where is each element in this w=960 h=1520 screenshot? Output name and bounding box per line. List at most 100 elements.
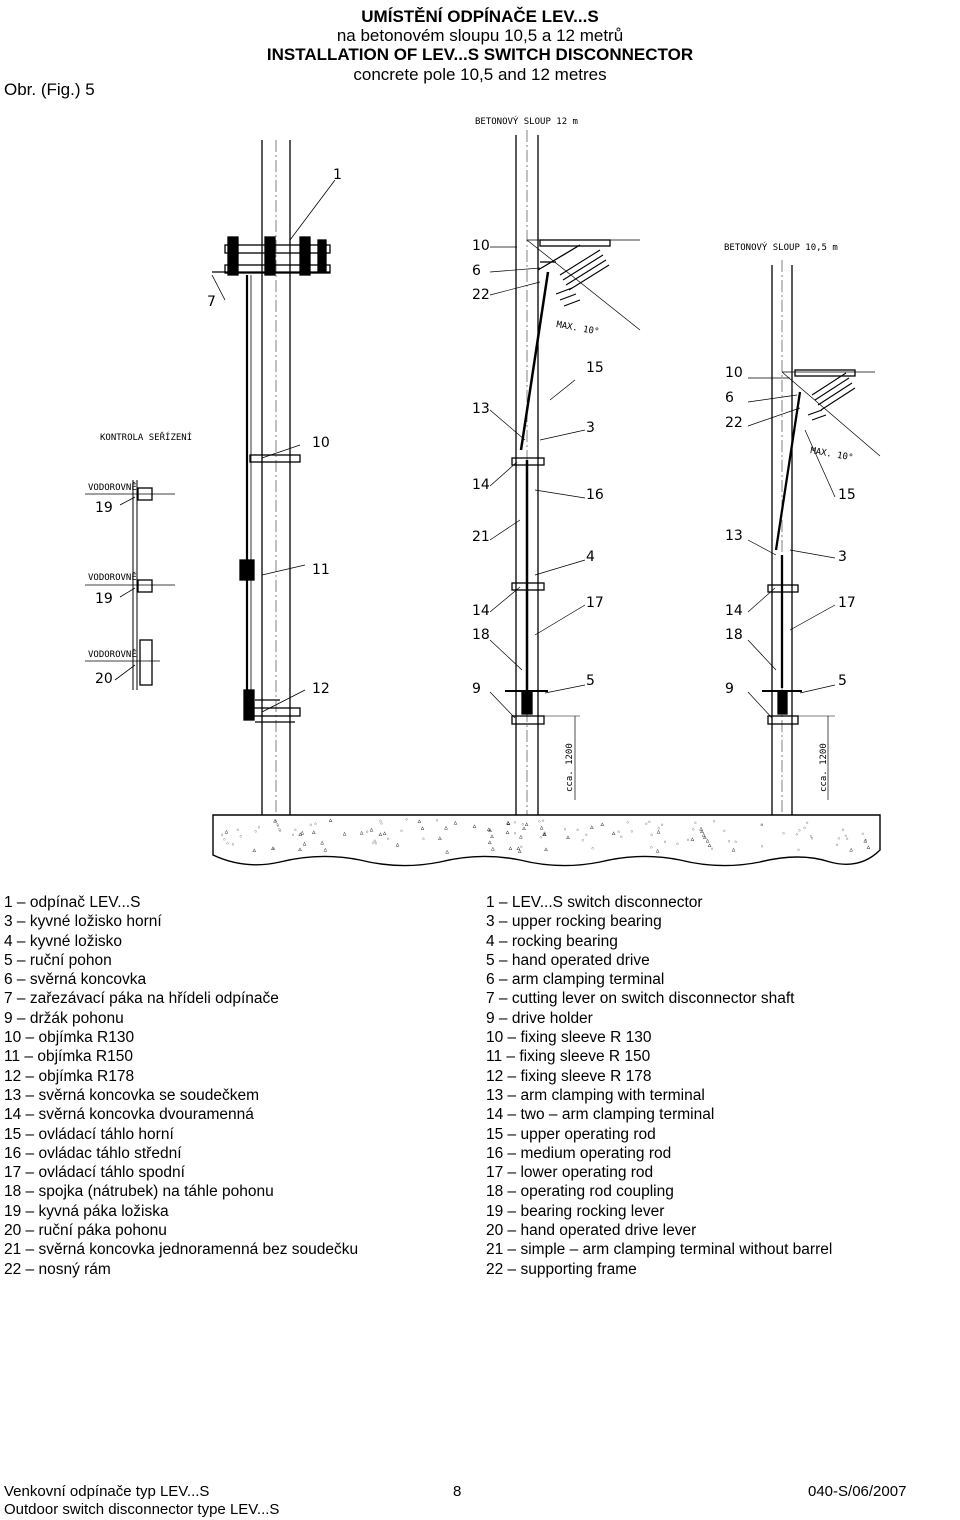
callout-10: 10 xyxy=(472,238,490,254)
svg-text:◦: ◦ xyxy=(513,819,517,827)
svg-text:◦: ◦ xyxy=(650,832,654,840)
svg-text:▵: ▵ xyxy=(253,846,257,854)
callout-5: 5 xyxy=(586,673,595,689)
svg-text:◦: ◦ xyxy=(543,829,547,837)
callout-4: 4 xyxy=(586,549,595,565)
svg-text:◦: ◦ xyxy=(644,820,648,828)
svg-text:▵: ▵ xyxy=(708,841,712,849)
callout-9: 9 xyxy=(725,681,734,697)
subtitle-en: concrete pole 10,5 and 12 metres xyxy=(353,65,607,84)
disconnector-frame xyxy=(224,244,331,254)
callout-3: 3 xyxy=(586,420,595,436)
svg-text:◦: ◦ xyxy=(274,818,278,826)
svg-text:▵: ▵ xyxy=(299,830,303,838)
svg-text:◦: ◦ xyxy=(314,821,318,829)
svg-text:▵: ▵ xyxy=(360,829,364,837)
svg-text:◦: ◦ xyxy=(841,826,845,834)
svg-text:▵: ▵ xyxy=(566,833,570,841)
horizontal-label-3: VODOROVNĚ xyxy=(88,648,137,660)
svg-text:◦: ◦ xyxy=(712,818,716,826)
svg-text:◦: ◦ xyxy=(803,825,807,833)
svg-text:◦: ◦ xyxy=(275,821,279,829)
legend-item: 17 – ovládací táhlo spodní xyxy=(4,1164,185,1182)
callout-12: 12 xyxy=(312,681,330,697)
svg-text:▵: ▵ xyxy=(445,847,449,855)
svg-text:◦: ◦ xyxy=(519,844,523,852)
callout-7: 7 xyxy=(207,294,216,310)
dimension-12m: cca. 1200 xyxy=(565,743,575,792)
svg-text:◦: ◦ xyxy=(380,820,384,828)
legend-item: 6 – svěrná koncovka xyxy=(4,971,147,989)
svg-text:▵: ▵ xyxy=(491,845,495,853)
svg-text:◦: ◦ xyxy=(649,844,653,852)
svg-text:◦: ◦ xyxy=(626,819,630,827)
svg-text:▵: ▵ xyxy=(343,829,347,837)
svg-text:◦: ◦ xyxy=(797,827,801,835)
legend-item: 13 – arm clamping with terminal xyxy=(486,1086,705,1104)
legend-item: 13 – svěrná koncovka se soudečkem xyxy=(4,1086,260,1104)
svg-text:▵: ▵ xyxy=(488,838,492,846)
svg-text:▵: ▵ xyxy=(506,828,510,836)
svg-text:◦: ◦ xyxy=(537,818,541,826)
subtitle-cz: na betonovém sloupu 10,5 a 12 metrů xyxy=(336,26,624,45)
svg-text:▵: ▵ xyxy=(444,823,448,831)
horizontal-label-1: VODOROVNĚ xyxy=(88,481,137,493)
svg-text:▵: ▵ xyxy=(612,829,616,837)
svg-text:◦: ◦ xyxy=(782,830,786,838)
svg-text:▵: ▵ xyxy=(301,829,305,837)
svg-text:▵: ▵ xyxy=(273,817,277,825)
svg-text:▵: ▵ xyxy=(487,825,491,833)
svg-text:◦: ◦ xyxy=(691,826,695,834)
svg-text:▵: ▵ xyxy=(454,819,458,827)
legend-item: 9 – držák pohonu xyxy=(4,1009,124,1027)
svg-text:◦: ◦ xyxy=(277,826,281,834)
svg-text:◦: ◦ xyxy=(810,835,814,843)
legend-item: 18 – spojka (nátrubek) na táhle pohonu xyxy=(4,1183,274,1201)
legend-item: 15 – ovládací táhlo horní xyxy=(4,1125,174,1143)
svg-text:◦: ◦ xyxy=(365,829,369,837)
svg-text:◦: ◦ xyxy=(405,816,409,824)
svg-text:◦: ◦ xyxy=(293,827,297,835)
svg-text:▵: ▵ xyxy=(590,823,594,831)
svg-text:◦: ◦ xyxy=(663,839,667,847)
svg-text:▵: ▵ xyxy=(656,847,660,855)
svg-text:◦: ◦ xyxy=(254,828,258,836)
legend-item: 19 – kyvná páka ložiska xyxy=(4,1202,169,1220)
legend-item: 9 – drive holder xyxy=(486,1009,593,1027)
legend-item: 11 – objímka R150 xyxy=(4,1048,133,1066)
legend-item: 3 – upper rocking bearing xyxy=(486,913,662,931)
check-setting-label: KONTROLA SEŘÍZENÍ xyxy=(100,431,192,443)
legend-item: 5 – hand operated drive xyxy=(486,951,650,969)
svg-text:▵: ▵ xyxy=(544,845,548,853)
svg-text:◦: ◦ xyxy=(386,836,390,844)
svg-text:◦: ◦ xyxy=(257,824,261,832)
callout-15: 15 xyxy=(586,360,604,376)
svg-text:◦: ◦ xyxy=(760,843,764,851)
svg-text:◦: ◦ xyxy=(660,821,664,829)
legend-item: 7 – zařezávací páka na hřídeli odpínače xyxy=(4,990,279,1008)
svg-text:▵: ▵ xyxy=(691,835,695,843)
svg-text:◦: ◦ xyxy=(371,840,375,848)
callout-19: 19 xyxy=(95,591,113,607)
callout-5: 5 xyxy=(838,673,847,689)
svg-text:▵: ▵ xyxy=(657,827,661,835)
svg-text:◦: ◦ xyxy=(400,827,404,835)
svg-text:▵: ▵ xyxy=(488,826,492,834)
title-en: INSTALLATION OF LEV...S SWITCH DISCONNEC… xyxy=(266,45,694,64)
callout-22: 22 xyxy=(725,415,743,431)
legend-item: 15 – upper operating rod xyxy=(486,1125,656,1143)
svg-text:▵: ▵ xyxy=(706,837,710,845)
svg-text:◦: ◦ xyxy=(513,830,517,838)
svg-text:◦: ◦ xyxy=(373,838,377,846)
svg-text:◦: ◦ xyxy=(226,840,230,848)
svg-text:▵: ▵ xyxy=(225,828,229,836)
callout-10: 10 xyxy=(312,435,330,451)
legend-item: 20 – hand operated drive lever xyxy=(486,1222,697,1240)
callout-6: 6 xyxy=(725,390,734,406)
svg-text:▵: ▵ xyxy=(540,823,544,831)
svg-text:▵: ▵ xyxy=(507,819,511,827)
svg-text:◦: ◦ xyxy=(581,837,585,845)
callout-15: 15 xyxy=(838,487,856,503)
legend-item: 22 – nosný rám xyxy=(4,1260,111,1278)
